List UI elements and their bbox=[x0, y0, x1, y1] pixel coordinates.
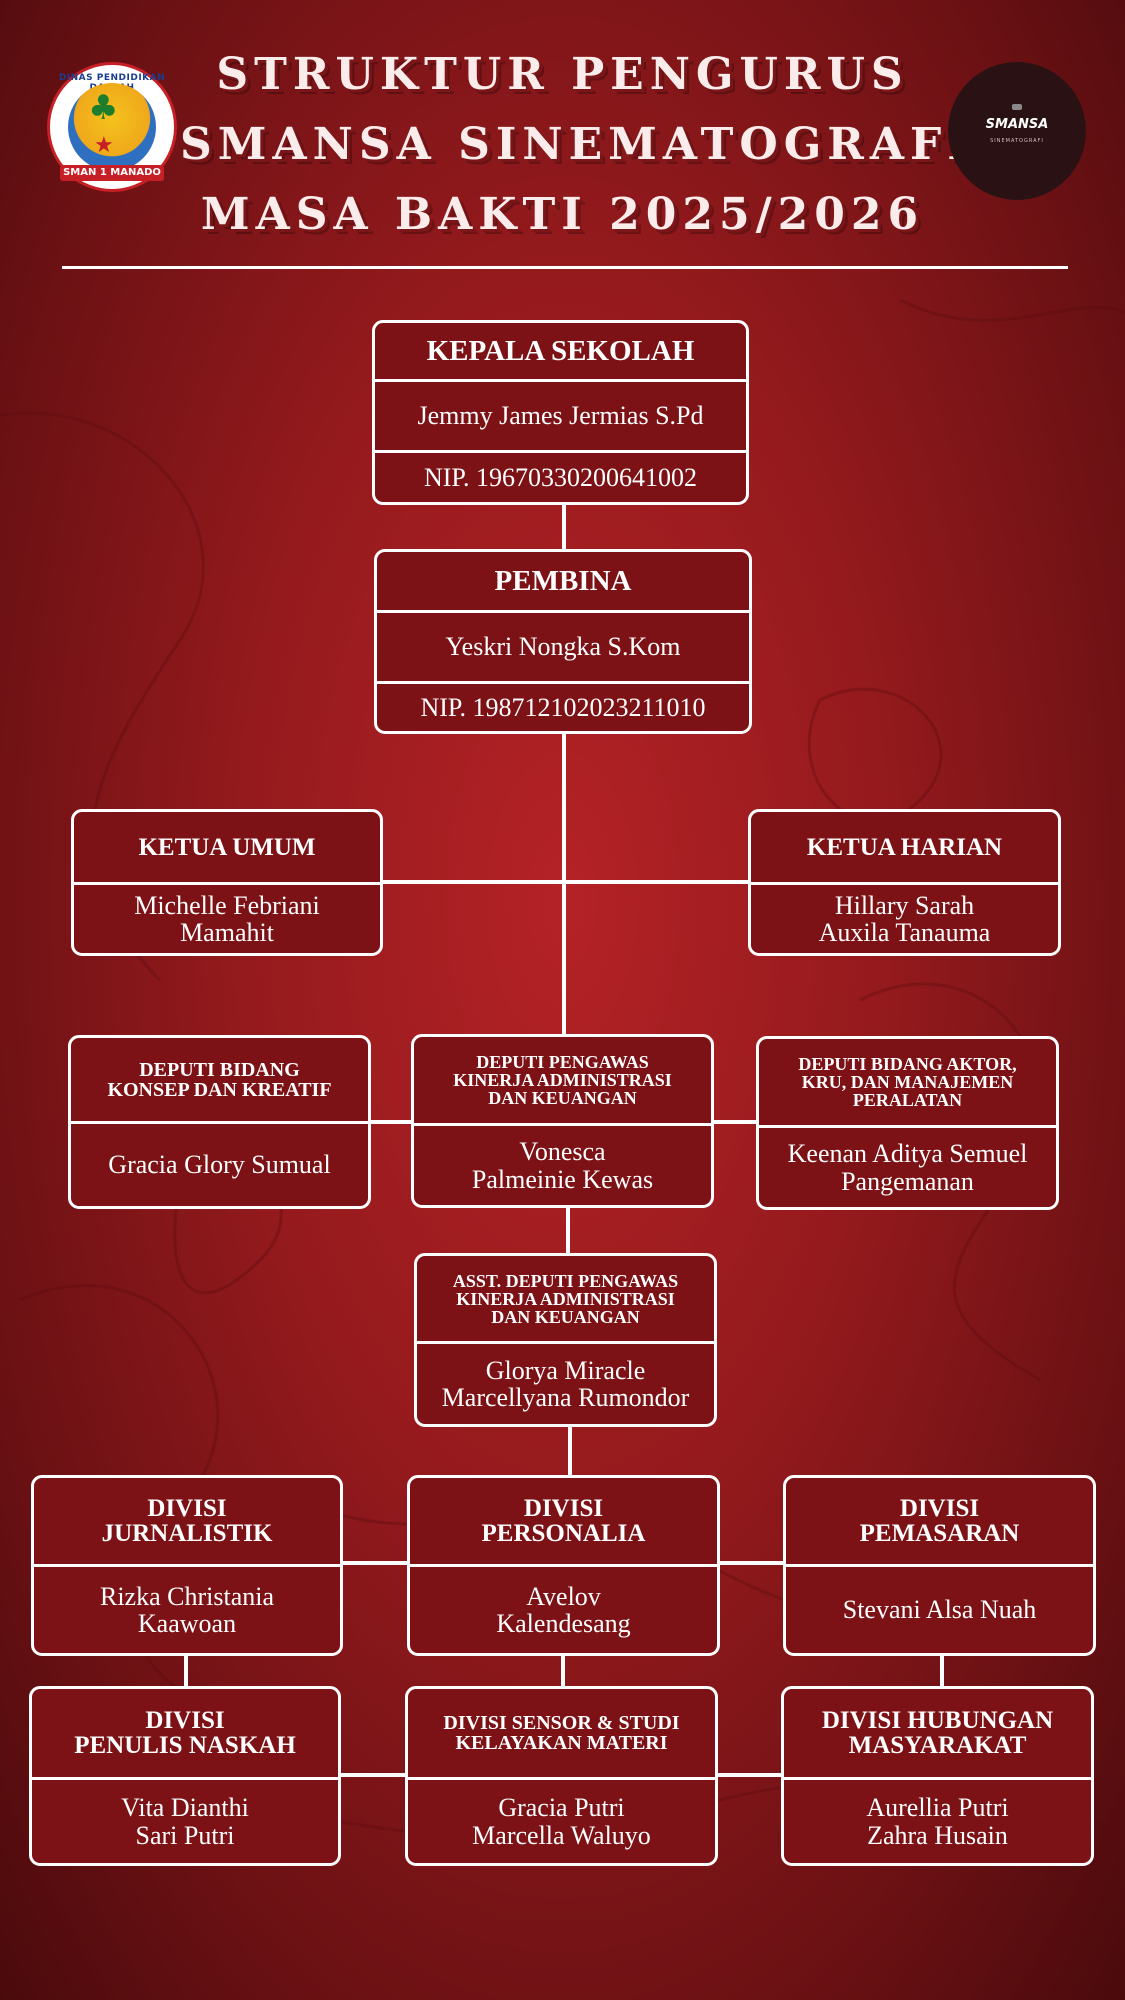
divisi-pemasaran-name: Stevani Alsa Nuah bbox=[786, 1564, 1093, 1653]
asst-deputi-box: ASST. DEPUTI PENGAWAS KINERJA ADMINISTRA… bbox=[414, 1253, 717, 1427]
ketua-harian-name: Hillary Sarah Auxila Tanauma bbox=[751, 882, 1058, 953]
title-line-1: STRUKTUR PENGURUS bbox=[216, 49, 909, 100]
title-line-3: MASA BAKTI 2025/2026 bbox=[200, 189, 925, 240]
smansa-sinematografi-logo: SMANSA SINEMATOGRAFI bbox=[948, 62, 1086, 200]
logo-banner: SMAN 1 MANADO bbox=[60, 165, 164, 181]
divisi-penulis-naskah-name: Vita Dianthi Sari Putri bbox=[32, 1777, 338, 1863]
divisi-pemasaran-title: DIVISI PEMASARAN bbox=[859, 1495, 1020, 1547]
title-line-2: SMANSA SINEMATOGRAFI bbox=[180, 119, 974, 170]
divisi-personalia-title: DIVISI PERSONALIA bbox=[481, 1495, 646, 1547]
logo-wordmark: SMANSA bbox=[985, 117, 1049, 132]
deputi-pengawas-box: DEPUTI PENGAWAS KINERJA ADMINISTRASI DAN… bbox=[411, 1034, 714, 1208]
deputi-pengawas-name: Vonesca Palmeinie Kewas bbox=[414, 1123, 711, 1205]
logo-subtext: SINEMATOGRAFI bbox=[990, 138, 1044, 144]
pembina-title: PEMBINA bbox=[494, 564, 632, 597]
palm-tree-icon: ♣ bbox=[88, 88, 119, 128]
pembina-nip: NIP. 198712102023211010 bbox=[377, 681, 749, 731]
kepala-sekolah-name: Jemmy James Jermias S.Pd bbox=[375, 379, 746, 450]
deputi-pengawas-title: DEPUTI PENGAWAS KINERJA ADMINISTRASI DAN… bbox=[453, 1052, 672, 1108]
asst-deputi-name: Glorya Miracle Marcellyana Rumondor bbox=[417, 1341, 714, 1424]
divisi-pemasaran-box: DIVISI PEMASARAN Stevani Alsa Nuah bbox=[783, 1475, 1096, 1656]
ketua-harian-box: KETUA HARIAN Hillary Sarah Auxila Tanaum… bbox=[748, 809, 1061, 956]
deputi-konsep-title: DEPUTI BIDANG KONSEP DAN KREATIF bbox=[107, 1058, 332, 1101]
pembina-name: Yeskri Nongka S.Kom bbox=[377, 610, 749, 681]
ketua-umum-title: KETUA UMUM bbox=[138, 833, 316, 861]
deputi-aktor-name: Keenan Aditya Semuel Pangemanan bbox=[759, 1125, 1056, 1207]
camera-icon bbox=[1012, 104, 1022, 110]
divisi-personalia-name: Avelov Kalendesang bbox=[410, 1564, 717, 1653]
divisi-penulis-naskah-box: DIVISI PENULIS NASKAH Vita Dianthi Sari … bbox=[29, 1686, 341, 1866]
divisi-penulis-naskah-title: DIVISI PENULIS NASKAH bbox=[74, 1707, 296, 1759]
deputi-konsep-name: Gracia Glory Sumual bbox=[71, 1121, 368, 1206]
kepala-sekolah-box: KEPALA SEKOLAH Jemmy James Jermias S.Pd … bbox=[372, 320, 749, 505]
divisi-personalia-box: DIVISI PERSONALIA Avelov Kalendesang bbox=[407, 1475, 720, 1656]
divisi-humas-name: Aurellia Putri Zahra Husain bbox=[784, 1777, 1091, 1863]
star-icon: ★ bbox=[94, 133, 114, 158]
ketua-umum-box: KETUA UMUM Michelle Febriani Mamahit bbox=[71, 809, 383, 956]
divisi-jurnalistik-name: Rizka Christania Kaawoan bbox=[34, 1564, 340, 1653]
asst-deputi-title: ASST. DEPUTI PENGAWAS KINERJA ADMINISTRA… bbox=[452, 1270, 679, 1327]
dinas-pendidikan-logo: DINAS PENDIDIKAN DAERAH ♣ ★ SMAN 1 MANAD… bbox=[47, 62, 177, 192]
ketua-harian-title: KETUA HARIAN bbox=[806, 833, 1003, 861]
divisi-humas-box: DIVISI HUBUNGAN MASYARAKAT Aurellia Putr… bbox=[781, 1686, 1094, 1866]
deputi-aktor-title: DEPUTI BIDANG AKTOR, KRU, DAN MANAJEMEN … bbox=[798, 1054, 1017, 1110]
kepala-sekolah-nip: NIP. 19670330200641002 bbox=[375, 450, 746, 502]
divisi-humas-title: DIVISI HUBUNGAN MASYARAKAT bbox=[821, 1707, 1054, 1759]
pembina-box: PEMBINA Yeskri Nongka S.Kom NIP. 1987121… bbox=[374, 549, 752, 734]
logo-emblem bbox=[68, 83, 156, 171]
divisi-sensor-name: Gracia Putri Marcella Waluyo bbox=[408, 1777, 715, 1863]
divisi-sensor-box: DIVISI SENSOR & STUDI KELAYAKAN MATERI G… bbox=[405, 1686, 718, 1866]
ketua-umum-name: Michelle Febriani Mamahit bbox=[74, 882, 380, 953]
divisi-sensor-title: DIVISI SENSOR & STUDI KELAYAKAN MATERI bbox=[443, 1712, 680, 1754]
page-title: STRUKTUR PENGURUS SMANSA SINEMATOGRAFI M… bbox=[180, 40, 974, 250]
kepala-sekolah-title: KEPALA SEKOLAH bbox=[426, 334, 695, 367]
divisi-jurnalistik-box: DIVISI JURNALISTIK Rizka Christania Kaaw… bbox=[31, 1475, 343, 1656]
divisi-jurnalistik-title: DIVISI JURNALISTIK bbox=[101, 1495, 273, 1547]
deputi-konsep-box: DEPUTI BIDANG KONSEP DAN KREATIF Gracia … bbox=[68, 1035, 371, 1209]
header-divider bbox=[62, 266, 1068, 269]
deputi-aktor-box: DEPUTI BIDANG AKTOR, KRU, DAN MANAJEMEN … bbox=[756, 1036, 1059, 1210]
